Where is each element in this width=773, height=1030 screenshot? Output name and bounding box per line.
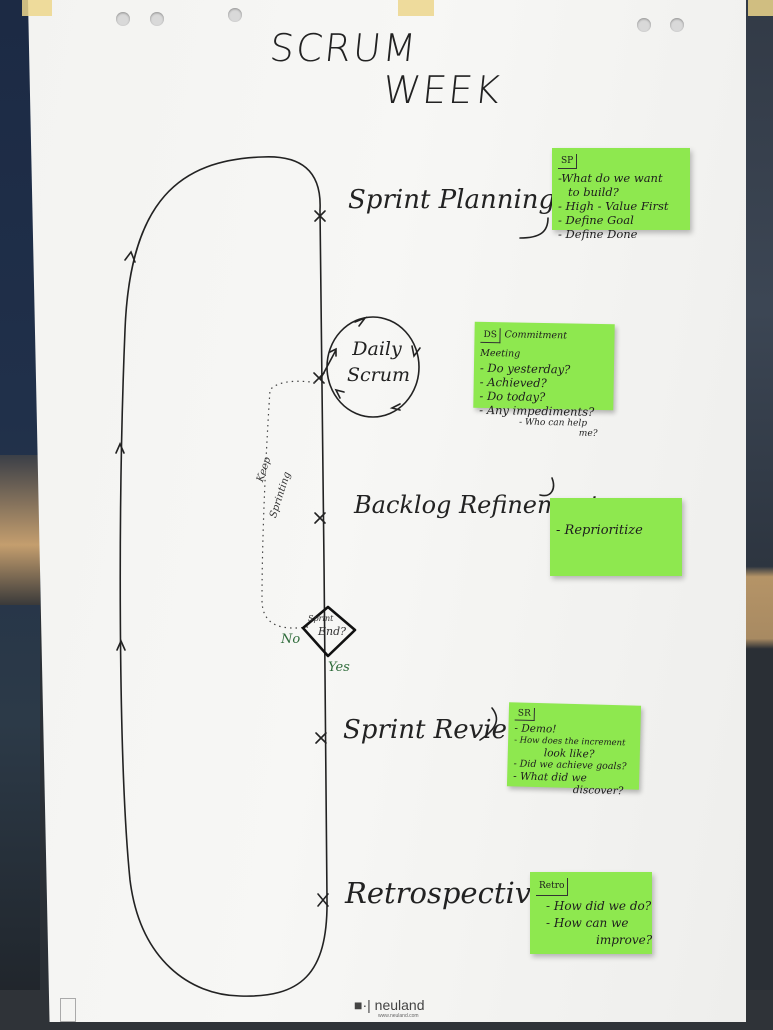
stage-mark [314,210,326,222]
note-tag: Retro [536,878,569,896]
stage-label-retrospective: Retrospective [345,876,549,910]
note-line: - Any impediments? [479,402,595,419]
note-line: - High - Value First [558,199,669,213]
stage-label-daily-scrum: Daily Scrum [347,338,410,386]
keep-sprinting-loop [261,380,319,629]
brand-logo: ■·| neuland [354,997,424,1013]
decision-diamond [301,605,357,658]
tape-center [398,0,434,16]
sprint-loop-line [119,156,328,997]
page-title-line2: WEEK [380,68,504,112]
stage-label-sprint-review: Sprint Review [343,715,530,745]
note-line: - How did we do? [546,899,652,913]
stage-label-sprint-planning: Sprint Planning [348,185,556,215]
review-underline [479,707,498,741]
note-line: - Reprioritize [556,523,643,538]
punch-hole [228,8,242,22]
stage-mark [315,732,327,744]
decision-label-line1: Sprint [308,614,334,623]
loop-arrow [115,442,125,454]
sticky-note-sprint-review: SR - Demo! - How does the increment look… [506,702,642,797]
punch-hole [637,18,651,32]
punch-hole [670,18,684,32]
daily-entry-arrow [320,347,337,379]
note-line: - Define Done [558,227,638,241]
note-line: -What do we want [558,171,663,185]
loop-arrow [116,639,126,651]
note-tag: SR [514,707,535,721]
stage-mark [314,512,326,524]
tape-left [22,0,52,16]
decision-no-label: No [281,632,301,647]
background-desk [0,455,40,605]
decision-yes-label: Yes [328,660,350,675]
fsc-logo-icon [60,998,76,1022]
daily-arrow [334,388,345,399]
punch-hole [116,12,130,26]
planning-underline [519,217,549,239]
brand-name: neuland [374,997,425,1013]
note-line: - Define Goal [558,213,634,227]
note-tag: SP [558,154,578,169]
refinement-underline [539,477,555,497]
sticky-note-retrospective: Retro - How did we do? - How can we impr… [530,872,652,954]
sticky-note-daily-scrum: DS Commitment Meeting - Do yesterday? - … [473,321,615,439]
daily-arrow [389,403,401,411]
decision-label-line2: End? [318,625,347,638]
note-line: to build? [568,185,619,199]
stage-mark [317,893,329,907]
note-line: - How can we [546,916,629,930]
note-tag: DS [480,327,502,344]
page-title-line1: SCRUM [267,26,420,70]
loop-arrow [124,250,136,263]
tape-right [748,0,773,16]
daily-arrow [354,316,368,327]
note-line: improve? [596,933,653,947]
daily-arrow [411,345,421,358]
brand-mark-icon: ■·| [354,997,371,1013]
sticky-note-backlog-refinement: - Reprioritize [550,498,682,576]
brand-url: www.neuland.com [378,1013,419,1019]
punch-hole [150,12,164,26]
sticky-note-sprint-planning: SP -What do we want to build? - High - V… [552,148,690,241]
